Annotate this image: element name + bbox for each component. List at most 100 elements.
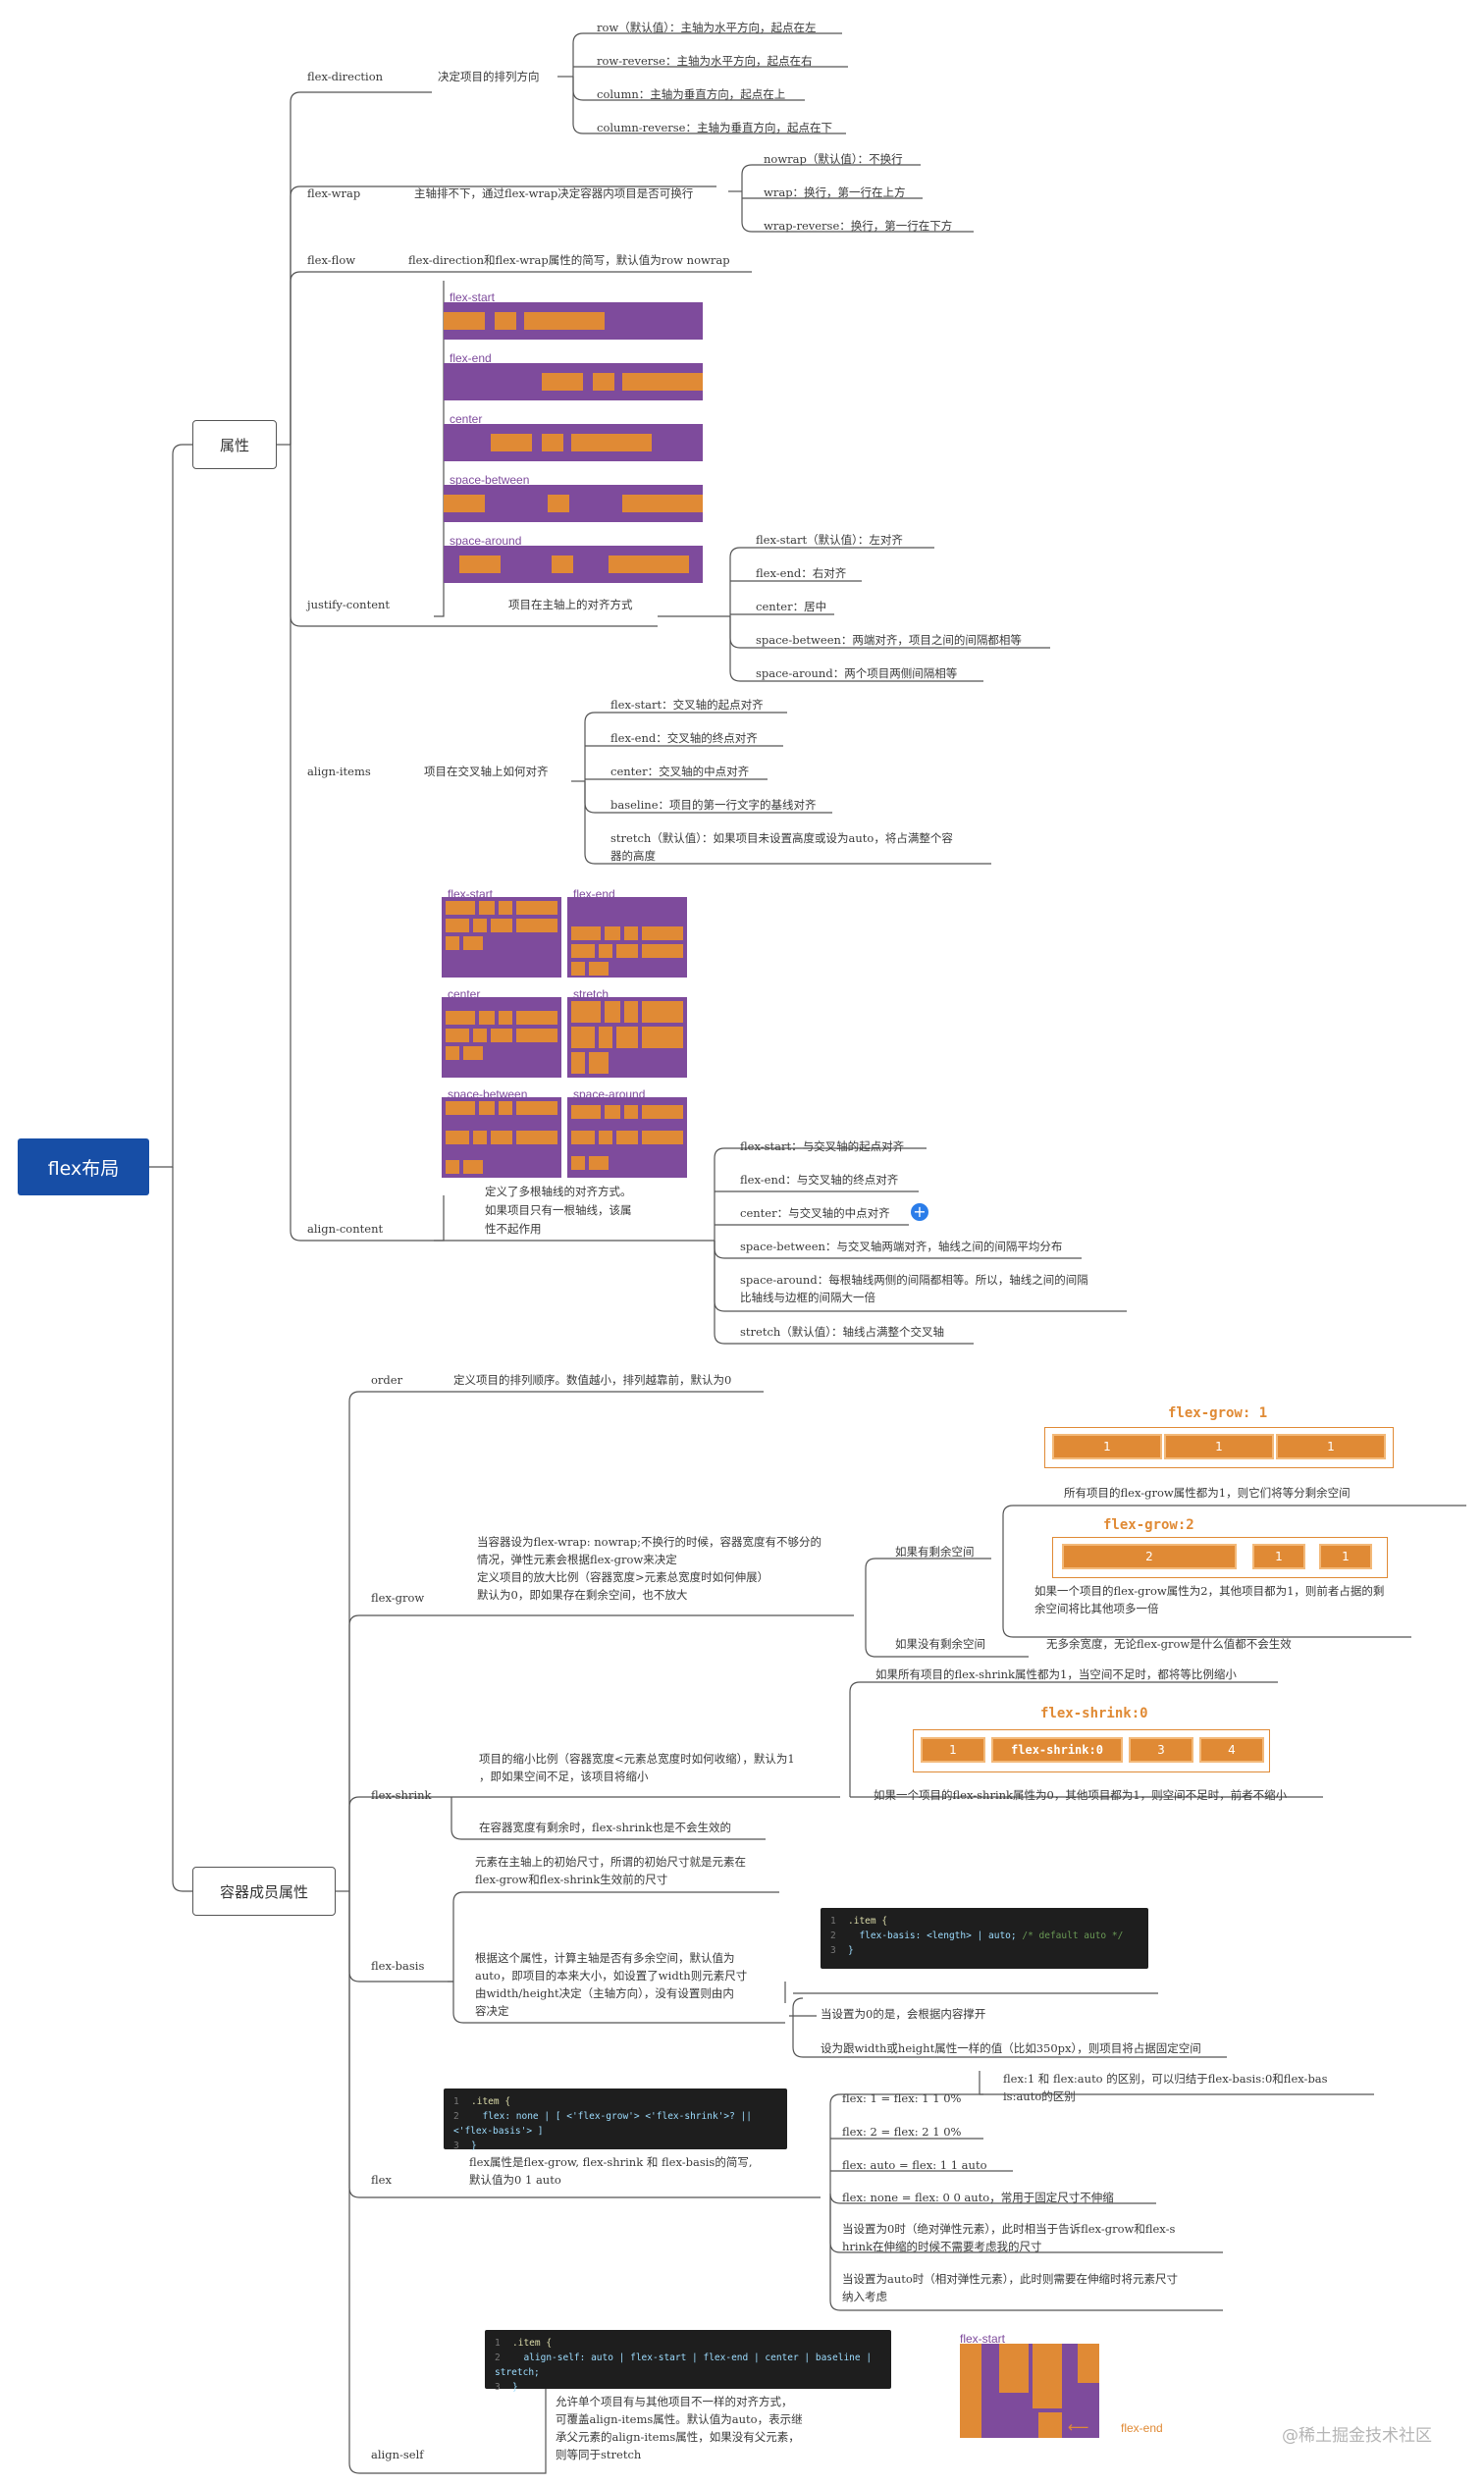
flex-opt: flex: auto = flex: 1 1 auto: [842, 2158, 987, 2172]
align-content-opt: center：与交叉轴的中点对齐: [740, 1206, 890, 1220]
flex-wrap-opt: nowrap（默认值）：不换行: [764, 152, 903, 166]
jc-strip-flex-end: [444, 363, 703, 400]
ac-grid-stretch: [567, 997, 687, 1078]
align-content-opt: flex-start：与交叉轴的起点对齐: [740, 1139, 905, 1153]
code-line: .item {: [512, 2338, 553, 2349]
code-line: }: [848, 1945, 854, 1956]
flex-grow-no-space-desc: 无多余宽度，无论flex-grow是什么值都不会生效: [1046, 1637, 1292, 1651]
group-node-container[interactable]: 属性: [192, 420, 277, 469]
jc-label-flex-end: flex-end: [450, 351, 492, 365]
ac-grid-flex-start: [442, 897, 561, 978]
flex-shrink-desc: ，即如果空间不足，该项目将缩小: [479, 1770, 649, 1783]
code-line: }: [512, 2382, 518, 2393]
flex-grow-node[interactable]: flex-grow: [371, 1591, 425, 1605]
flex-grow-desc: 定义项目的放大比例（容器宽度>元素总宽度时如何伸展）: [477, 1570, 769, 1584]
align-content-node[interactable]: align-content: [307, 1222, 384, 1236]
order-node[interactable]: order: [371, 1373, 403, 1387]
root-node[interactable]: flex布局: [18, 1138, 149, 1195]
flex-direction-opt: column-reverse：主轴为垂直方向，起点在下: [597, 121, 832, 134]
align-content-opt: stretch（默认值）：轴线占满整个交叉轴: [740, 1325, 945, 1339]
align-content-opt: space-between：与交叉轴两端对齐，轴线之间的间隔平均分布: [740, 1240, 1063, 1253]
flex-wrap-opt: wrap-reverse：换行，第一行在下方: [764, 219, 953, 233]
flex-shrink-desc: 项目的缩小比例（容器宽度<元素总宽度时如何收缩），默认为1: [479, 1752, 795, 1766]
align-self-code: 1.item { 2 align-self: auto | flex-start…: [485, 2330, 891, 2393]
flex-basis-desc: 由width/height决定（主轴方向），没有设置则由内: [475, 1986, 734, 2000]
ac-grid-space-around: [567, 1097, 687, 1178]
justify-content-opt: flex-end：右对齐: [756, 566, 847, 580]
flex-zero: hrink在伸缩的时候不需要考虑我的尺寸: [842, 2240, 1042, 2253]
watermark: @稀土掘金技术社区: [1282, 2426, 1432, 2446]
align-self-illustration: flex-start ⟵ flex-end: [958, 2332, 1203, 2442]
flex-code: 1.item { 2 flex: none | [ <'flex-grow'> …: [444, 2088, 787, 2151]
flex-shrink-node[interactable]: flex-shrink: [371, 1788, 432, 1802]
arrow-left-icon: ⟵: [1068, 2418, 1089, 2436]
fg1-box: 1: [1052, 1434, 1162, 1459]
align-self-desc: 可覆盖align-items属性。默认值为auto，表示继: [556, 2412, 803, 2426]
flex-note: is:auto的区别: [1003, 2089, 1076, 2103]
jc-strip-flex-start: [444, 302, 703, 340]
fg1-box: 1: [1276, 1434, 1386, 1459]
justify-content-opt: center：居中: [756, 600, 827, 613]
flex-node[interactable]: flex: [371, 2173, 392, 2187]
flex-basis-width: 设为跟width或height属性一样的值（比如350px），则项目将占据固定空…: [821, 2041, 1201, 2055]
fs-title: flex-shrink:0: [1040, 1706, 1148, 1721]
fg2-box: 1: [1252, 1544, 1305, 1569]
align-self-desc: 则等同于stretch: [556, 2448, 642, 2461]
flex-grow-desc: 当容器设为flex-wrap: nowrap;不换行的时候，容器宽度有不够分的: [477, 1535, 822, 1549]
flex-wrap-node[interactable]: flex-wrap: [307, 186, 361, 200]
flex-shrink-surplus: 在容器宽度有剩余时，flex-shrink也是不会生效的: [479, 1821, 732, 1834]
flex-flow-desc: flex-direction和flex-wrap属性的简写，默认值为row no…: [408, 253, 730, 267]
align-self-desc: 允许单个项目有与其他项目不一样的对齐方式，: [556, 2395, 793, 2408]
flex-flow-node[interactable]: flex-flow: [307, 253, 356, 267]
fg1-box: 1: [1164, 1434, 1274, 1459]
order-desc: 定义项目的排列顺序。数值越小，排列越靠前，默认为0: [453, 1373, 732, 1387]
flex-basis-node[interactable]: flex-basis: [371, 1959, 425, 1973]
flex-basis-desc: flex-grow和flex-shrink生效前的尺寸: [475, 1873, 668, 1886]
as-label-top: flex-start: [960, 2332, 1006, 2346]
flex-note: flex:1 和 flex:auto 的区别，可以归结于flex-basis:0…: [1003, 2072, 1328, 2086]
code-line: }: [471, 2141, 477, 2151]
flex-opt: flex: 1 = flex: 1 1 0%: [842, 2091, 962, 2105]
flex-desc: 默认值为0 1 auto: [469, 2173, 561, 2187]
flex-shrink-illustration: flex-shrink:0 1 flex-shrink:0 3 4: [907, 1700, 1276, 1778]
ac-grid-flex-end: [567, 897, 687, 978]
expand-plus-icon[interactable]: +: [911, 1203, 928, 1221]
align-content-illustration: flex-start flex-end center stretch space…: [442, 883, 689, 1178]
flex-opt: flex: 2 = flex: 2 1 0%: [842, 2125, 962, 2139]
fs-box: 1: [921, 1737, 985, 1763]
flex-grow-has-space: 如果有剩余空间: [895, 1545, 975, 1559]
jc-label-space-around: space-around: [450, 534, 522, 548]
justify-content-node[interactable]: justify-content: [307, 598, 391, 611]
align-self-node[interactable]: align-self: [371, 2448, 424, 2461]
flex-basis-zero: 当设置为0的是，会根据内容撑开: [821, 2007, 986, 2021]
flex-auto: 当设置为auto时（相对弹性元素），此时则需要在伸缩时将元素尺寸: [842, 2272, 1179, 2286]
jc-strip-space-between: [444, 485, 703, 522]
flex-basis-desc: 根据这个属性，计算主轴是否有多余空间，默认值为: [475, 1951, 735, 1965]
flex-basis-code: 1.item { 2 flex-basis: <length> | auto; …: [821, 1908, 1148, 1969]
align-items-opt: flex-start：交叉轴的起点对齐: [610, 698, 764, 712]
align-items-node[interactable]: align-items: [307, 765, 371, 778]
justify-content-illustration: flex-start flex-end center space-between…: [444, 285, 703, 585]
jc-label-center: center: [450, 412, 483, 426]
group-node-item[interactable]: 容器成员属性: [192, 1867, 336, 1916]
flex-direction-node[interactable]: flex-direction: [307, 70, 384, 83]
align-items-opt: stretch（默认值）：如果项目未设置高度或设为auto，将占满整个容: [610, 831, 953, 845]
fs-box: 4: [1199, 1737, 1264, 1763]
code-line: .item {: [471, 2096, 511, 2107]
align-items-opt: 器的高度: [610, 849, 656, 863]
flex-zero: 当设置为0时（绝对弹性元素），此时相当于告诉flex-grow和flex-s: [842, 2222, 1176, 2236]
code-line: flex: none | [ <'flex-grow'> <'flex-shri…: [453, 2111, 752, 2137]
ac-grid-space-between: [442, 1097, 561, 1178]
flex-grow-desc: 情况，弹性元素会根据flex-grow来决定: [477, 1553, 677, 1566]
flex-shrink-zero: 如果一个项目的flex-shrink属性为0，其他项目都为1，则空间不足时，前者…: [874, 1788, 1288, 1802]
flex-wrap-desc: 主轴排不下，通过flex-wrap决定容器内项目是否可换行: [414, 186, 694, 200]
flex-grow-one-two: 余空间将比其他项多一倍: [1034, 1602, 1159, 1615]
flex-grow-2-illustration: flex-grow:2 2 1 1: [1050, 1515, 1388, 1580]
jc-strip-space-around: [444, 546, 703, 583]
flex-direction-opt: row-reverse：主轴为水平方向，起点在右: [597, 54, 813, 68]
flex-grow-desc: 默认为0，即如果存在剩余空间，也不放大: [477, 1588, 688, 1602]
align-items-desc: 项目在交叉轴上如何对齐: [424, 765, 549, 778]
ac-grid-center: [442, 997, 561, 1078]
align-items-opt: baseline：项目的第一行文字的基线对齐: [610, 798, 817, 812]
